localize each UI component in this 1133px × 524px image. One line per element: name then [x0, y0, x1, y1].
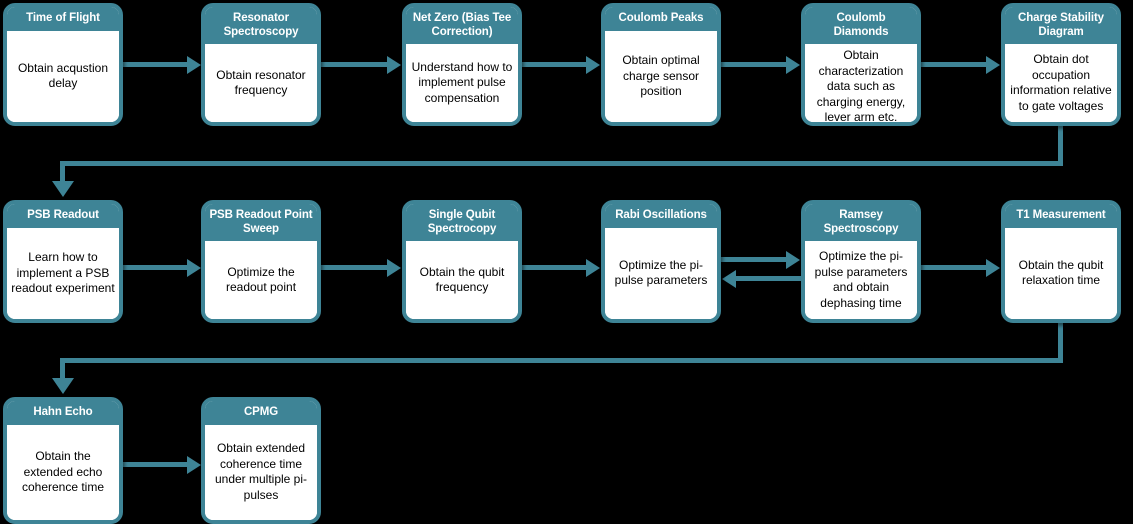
conn-hahn-to-cpmg-arrowhead	[187, 455, 201, 474]
node-psb-readout[interactable]: PSB Readout Learn how to implement a PSB…	[3, 200, 123, 323]
conn-ramsey-to-t1-arrowhead	[986, 258, 1000, 277]
node-title: T1 Measurement	[1005, 204, 1117, 228]
node-body-text: Obtain optimal charge sensor position	[622, 53, 700, 98]
node-hahn-echo[interactable]: Hahn Echo Obtain the extended echo coher…	[3, 397, 123, 524]
node-title: PSB Readout	[7, 204, 119, 228]
conn-peaks-to-diamonds-line	[721, 62, 787, 67]
node-body: Obtain extended coherence time under mul…	[205, 424, 317, 520]
conn-csd-to-psb-readout-vline-right	[1058, 126, 1063, 166]
node-body-text: Optimize the readout point	[225, 264, 297, 295]
node-title: Single Qubit Spectrocopy	[406, 204, 518, 241]
conn-ramsey-to-t1-line	[921, 265, 987, 270]
node-body: Obtain characterization data such as cha…	[805, 44, 917, 124]
node-body: Obtain the qubit frequency	[406, 241, 518, 319]
node-body: Optimize the readout point	[205, 241, 317, 319]
conn-diamonds-to-csd-line	[921, 62, 987, 67]
node-body: Optimize the pi-pulse parameters and obt…	[805, 241, 917, 319]
node-body-text: Optimize the pi-pulse parameters and obt…	[814, 249, 908, 310]
node-body-text: Obtain the qubit frequency	[419, 264, 505, 295]
node-title: Time of Flight	[7, 7, 119, 31]
node-body: Obtain the qubit relaxation time	[1005, 227, 1117, 319]
conn-diamonds-to-csd-arrowhead	[986, 55, 1000, 74]
conn-sweep-to-sqs-line	[321, 265, 388, 270]
conn-tof-to-resonator-arrowhead	[187, 55, 201, 74]
node-body: Learn how to implement a PSB readout exp…	[7, 227, 119, 319]
node-title: Coulomb Peaks	[605, 7, 717, 31]
node-net-zero[interactable]: Net Zero (Bias Tee Correction) Understan…	[402, 3, 522, 126]
node-title: Rabi Oscillations	[605, 204, 717, 228]
node-title: Resonator Spectroscopy	[205, 7, 317, 44]
conn-ramsey-to-rabi-line	[736, 276, 802, 281]
node-body-text: Obtain characterization data such as cha…	[816, 48, 906, 124]
conn-rabi-to-ramsey-line	[721, 257, 787, 262]
node-body-text: Obtain acqustion delay	[17, 60, 109, 91]
node-cpmg[interactable]: CPMG Obtain extended coherence time unde…	[201, 397, 321, 524]
node-body-text: Understand how to implement pulse compen…	[411, 59, 513, 105]
conn-csd-to-psb-readout-hline	[60, 161, 1063, 166]
node-t1-measurement[interactable]: T1 Measurement Obtain the qubit relaxati…	[1001, 200, 1121, 323]
node-body-text: Obtain dot occupation information relati…	[1010, 52, 1112, 113]
node-coulomb-peaks[interactable]: Coulomb Peaks Obtain optimal charge sens…	[601, 3, 721, 126]
node-title: Charge Stability Diagram	[1005, 7, 1117, 44]
conn-sqs-to-rabi-arrowhead	[586, 258, 600, 277]
node-ramsey-spectroscopy[interactable]: Ramsey Spectroscopy Optimize the pi-puls…	[801, 200, 921, 323]
node-body: Obtain optimal charge sensor position	[605, 30, 717, 122]
node-time-of-flight[interactable]: Time of Flight Obtain acqustion delay	[3, 3, 123, 126]
node-body-text: Obtain resonator frequency	[216, 67, 306, 98]
conn-resonator-to-netzero-arrowhead	[387, 55, 401, 74]
conn-ramsey-to-rabi-arrowhead	[722, 269, 736, 288]
node-body: Optimize the pi-pulse parameters	[605, 227, 717, 319]
node-charge-stability-diagram[interactable]: Charge Stability Diagram Obtain dot occu…	[1001, 3, 1121, 126]
conn-t1-to-hahn-echo-vline-left	[60, 358, 65, 379]
conn-psb-to-sweep-line	[122, 265, 188, 270]
conn-csd-to-psb-readout-arrowhead	[51, 181, 74, 197]
node-title: Hahn Echo	[7, 401, 119, 425]
node-body-text: Obtain the extended echo coherence time	[21, 449, 105, 494]
node-coulomb-diamonds[interactable]: Coulomb Diamonds Obtain characterization…	[801, 3, 921, 126]
conn-sqs-to-rabi-line	[522, 265, 587, 270]
conn-t1-to-hahn-echo-vline-right	[1058, 323, 1063, 363]
node-title: Net Zero (Bias Tee Correction)	[406, 7, 518, 44]
conn-resonator-to-netzero-line	[321, 62, 388, 67]
conn-netzero-to-peaks-line	[522, 62, 587, 67]
node-resonator-spectroscopy[interactable]: Resonator Spectroscopy Obtain resonator …	[201, 3, 321, 126]
node-body: Obtain dot occupation information relati…	[1005, 44, 1117, 122]
conn-t1-to-hahn-echo-arrowhead	[51, 378, 74, 394]
conn-t1-to-hahn-echo-hline	[60, 358, 1063, 363]
node-rabi-oscillations[interactable]: Rabi Oscillations Optimize the pi-pulse …	[601, 200, 721, 323]
conn-sweep-to-sqs-arrowhead	[387, 258, 401, 277]
node-body: Obtain resonator frequency	[205, 44, 317, 122]
conn-hahn-to-cpmg-line	[122, 462, 188, 467]
conn-rabi-to-ramsey-arrowhead	[786, 250, 800, 269]
conn-psb-to-sweep-arrowhead	[187, 258, 201, 277]
node-body-text: Obtain extended coherence time under mul…	[214, 441, 308, 502]
node-body-text: Optimize the pi-pulse parameters	[614, 257, 708, 288]
conn-csd-to-psb-readout-vline-left	[60, 161, 65, 182]
node-title: Ramsey Spectroscopy	[805, 204, 917, 241]
node-body: Understand how to implement pulse compen…	[406, 44, 518, 122]
node-body-text: Obtain the qubit relaxation time	[1018, 257, 1104, 288]
conn-peaks-to-diamonds-arrowhead	[786, 55, 800, 74]
conn-netzero-to-peaks-arrowhead	[586, 55, 600, 74]
node-psb-readout-point-sweep[interactable]: PSB Readout Point Sweep Optimize the rea…	[201, 200, 321, 323]
node-title: PSB Readout Point Sweep	[205, 204, 317, 241]
node-body: Obtain acqustion delay	[7, 30, 119, 122]
node-body-text: Learn how to implement a PSB readout exp…	[11, 250, 115, 295]
node-body: Obtain the extended echo coherence time	[7, 424, 119, 520]
conn-tof-to-resonator-line	[122, 62, 188, 67]
node-title: Coulomb Diamonds	[805, 7, 917, 44]
node-title: CPMG	[205, 401, 317, 425]
node-single-qubit-spectrocopy[interactable]: Single Qubit Spectrocopy Obtain the qubi…	[402, 200, 522, 323]
